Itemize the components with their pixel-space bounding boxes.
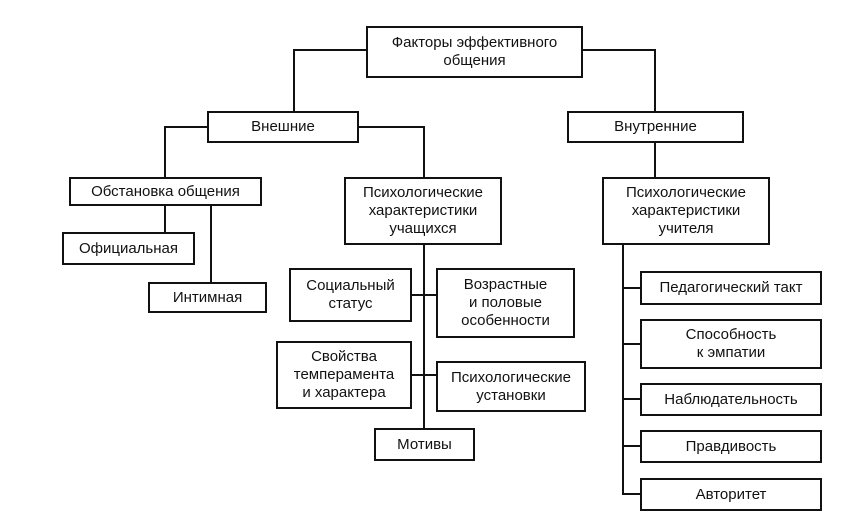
authority-node: Авторитет xyxy=(640,478,822,511)
teacher-node: Психологические характеристики учителя xyxy=(602,177,770,245)
setting-node: Обстановка общения xyxy=(69,177,262,206)
social-status-node: Социальный статус xyxy=(289,268,412,322)
temperament-node: Свойства темперамента и характера xyxy=(276,341,412,409)
students-node: Психологические характеристики учащихся xyxy=(344,177,502,245)
internal-node: Внутренние xyxy=(567,111,744,143)
official-node: Официальная xyxy=(62,232,195,265)
external-node: Внешние xyxy=(207,111,359,143)
truthfulness-node: Правдивость xyxy=(640,430,822,463)
observation-node: Наблюдательность xyxy=(640,383,822,416)
motives-node: Мотивы xyxy=(374,428,475,461)
age-gender-node: Возрастные и половые особенности xyxy=(436,268,575,338)
tact-node: Педагогический такт xyxy=(640,271,822,305)
attitudes-node: Психологические установки xyxy=(436,361,586,412)
intimate-node: Интимная xyxy=(148,282,267,313)
empathy-node: Способность к эмпатии xyxy=(640,319,822,369)
root-node: Факторы эффективного общения xyxy=(366,26,583,78)
